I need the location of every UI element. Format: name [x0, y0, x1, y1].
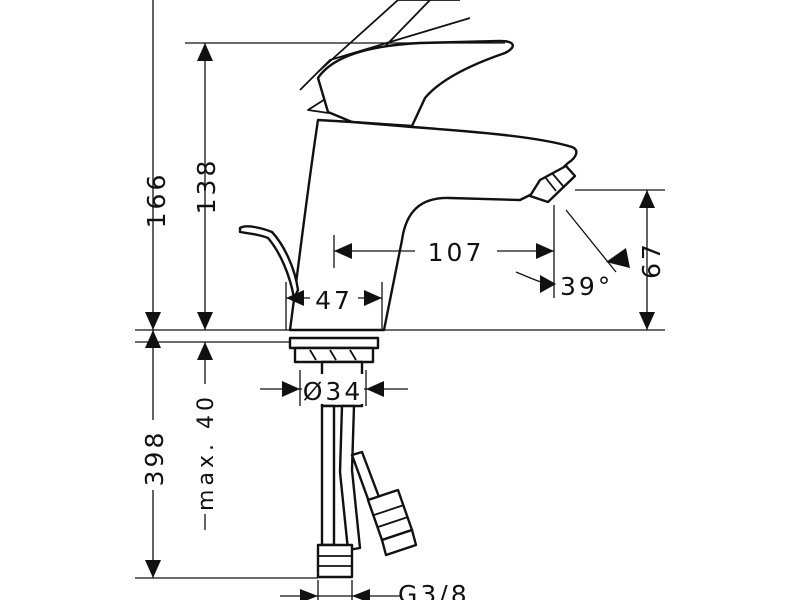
dim-67: 67: [575, 189, 666, 330]
svg-text:398: 398: [140, 430, 169, 487]
aerator: [528, 164, 577, 204]
svg-text:39°: 39°: [560, 272, 613, 301]
dim-max-40: max. 40: [192, 342, 220, 530]
svg-text:138: 138: [192, 158, 221, 215]
supply-hose-mid: [338, 404, 362, 552]
dim-39-degrees: 39°: [515, 209, 630, 301]
svg-text:166: 166: [142, 172, 171, 229]
svg-text:47: 47: [315, 286, 353, 315]
dim-47: 47: [285, 282, 383, 330]
handle-lever: [316, 39, 514, 128]
spout: [288, 118, 578, 332]
supply-hose-left: [320, 404, 336, 547]
svg-text:67: 67: [637, 241, 666, 279]
faucet-body: [238, 0, 578, 579]
dim-138: 138: [192, 43, 221, 330]
dim-g3-8: G3/8: [280, 580, 470, 600]
svg-text:G3/8: G3/8: [398, 580, 470, 600]
dim-107: 107: [333, 205, 555, 298]
popup-rod: [238, 225, 300, 300]
dim-166: 166: [142, 0, 171, 330]
hose-fitting-left: [316, 543, 354, 579]
svg-text:Ø34: Ø34: [303, 377, 364, 406]
dim-diameter-34: Ø34: [260, 370, 408, 406]
svg-text:107: 107: [428, 238, 485, 267]
dim-398: 398: [135, 330, 318, 579]
base-flange: [288, 336, 380, 350]
svg-text:max. 40: max. 40: [194, 393, 219, 511]
